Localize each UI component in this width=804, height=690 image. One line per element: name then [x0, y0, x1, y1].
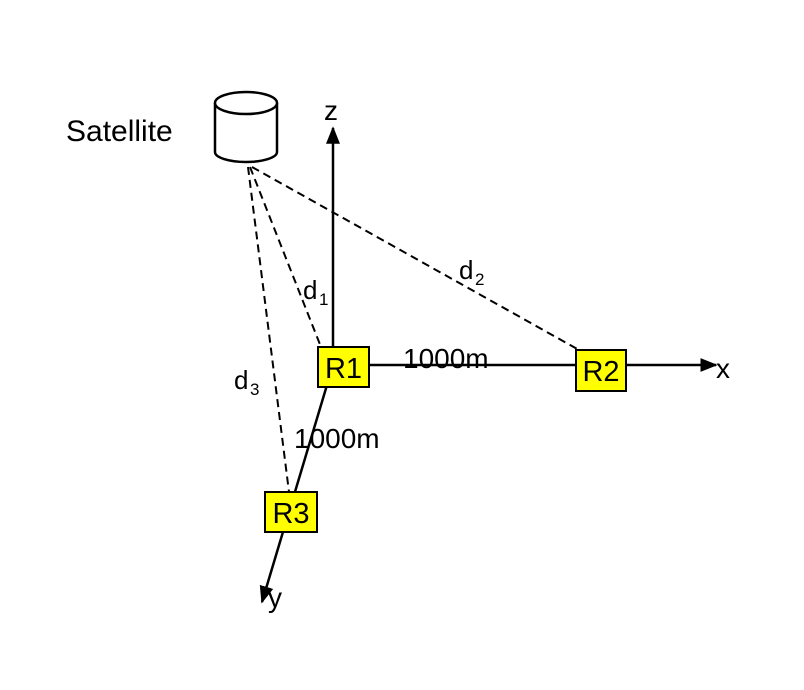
- svg-text:d: d: [459, 255, 473, 285]
- d2-line: [251, 166, 580, 351]
- r1-r2-distance-label: 1000m: [403, 343, 489, 374]
- d3-line: [247, 166, 290, 493]
- node-r1: R1: [317, 346, 370, 388]
- svg-text:3: 3: [250, 380, 259, 399]
- d3-label: d 3: [234, 365, 259, 399]
- svg-text:d: d: [303, 275, 317, 305]
- node-r3: R3: [264, 491, 318, 533]
- r1-r3-distance-label: 1000m: [294, 423, 380, 454]
- svg-text:R3: R3: [272, 498, 309, 530]
- svg-text:d: d: [234, 365, 248, 395]
- svg-text:R2: R2: [582, 356, 619, 388]
- svg-text:2: 2: [475, 270, 484, 289]
- z-axis-label: z: [324, 95, 338, 126]
- x-axis-label: x: [716, 353, 730, 384]
- node-r2: R2: [575, 349, 627, 392]
- y-axis-label: y: [268, 582, 282, 613]
- d1-line: [249, 166, 322, 348]
- y-axis: [259, 364, 335, 604]
- d2-label: d 2: [459, 255, 484, 289]
- svg-text:R1: R1: [325, 353, 362, 385]
- d1-label: d 1: [303, 275, 328, 309]
- svg-text:1: 1: [319, 290, 328, 309]
- satellite-icon: [213, 90, 279, 164]
- satellite-label: Satellite: [66, 115, 173, 148]
